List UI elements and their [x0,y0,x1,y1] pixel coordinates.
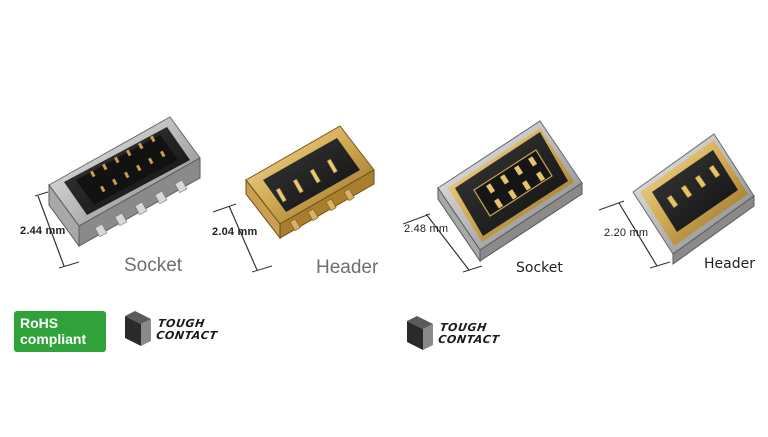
tough-contact-icon-1 [125,311,151,346]
tough-contact-line2: CONTACT [437,333,501,346]
product-label: Header [704,256,755,272]
header-connector-1 [212,125,375,273]
rohs-badge: RoHS compliant [14,311,106,352]
dimension-label: 2.04 mm [212,226,258,238]
product-label: Socket [124,255,183,276]
product-label: Header [316,257,379,278]
dimension-label: 2.44 mm [20,225,66,237]
rohs-badge-line1: RoHS [20,315,59,331]
rohs-badge-line2: compliant [20,331,87,347]
socket-connector-2 [402,120,583,273]
dimension-label: 2.48 mm [404,223,449,235]
tough-contact-logo-1: TOUGH CONTACT [155,317,220,342]
dimension-label: 2.20 mm [604,227,649,239]
header-connector-2 [598,133,755,269]
tough-contact-icon-2 [407,316,433,350]
tough-contact-line2: CONTACT [155,329,219,342]
product-label: Socket [516,260,563,276]
tough-contact-logo-2: TOUGH CONTACT [437,321,502,346]
socket-connector-1 [34,116,201,269]
